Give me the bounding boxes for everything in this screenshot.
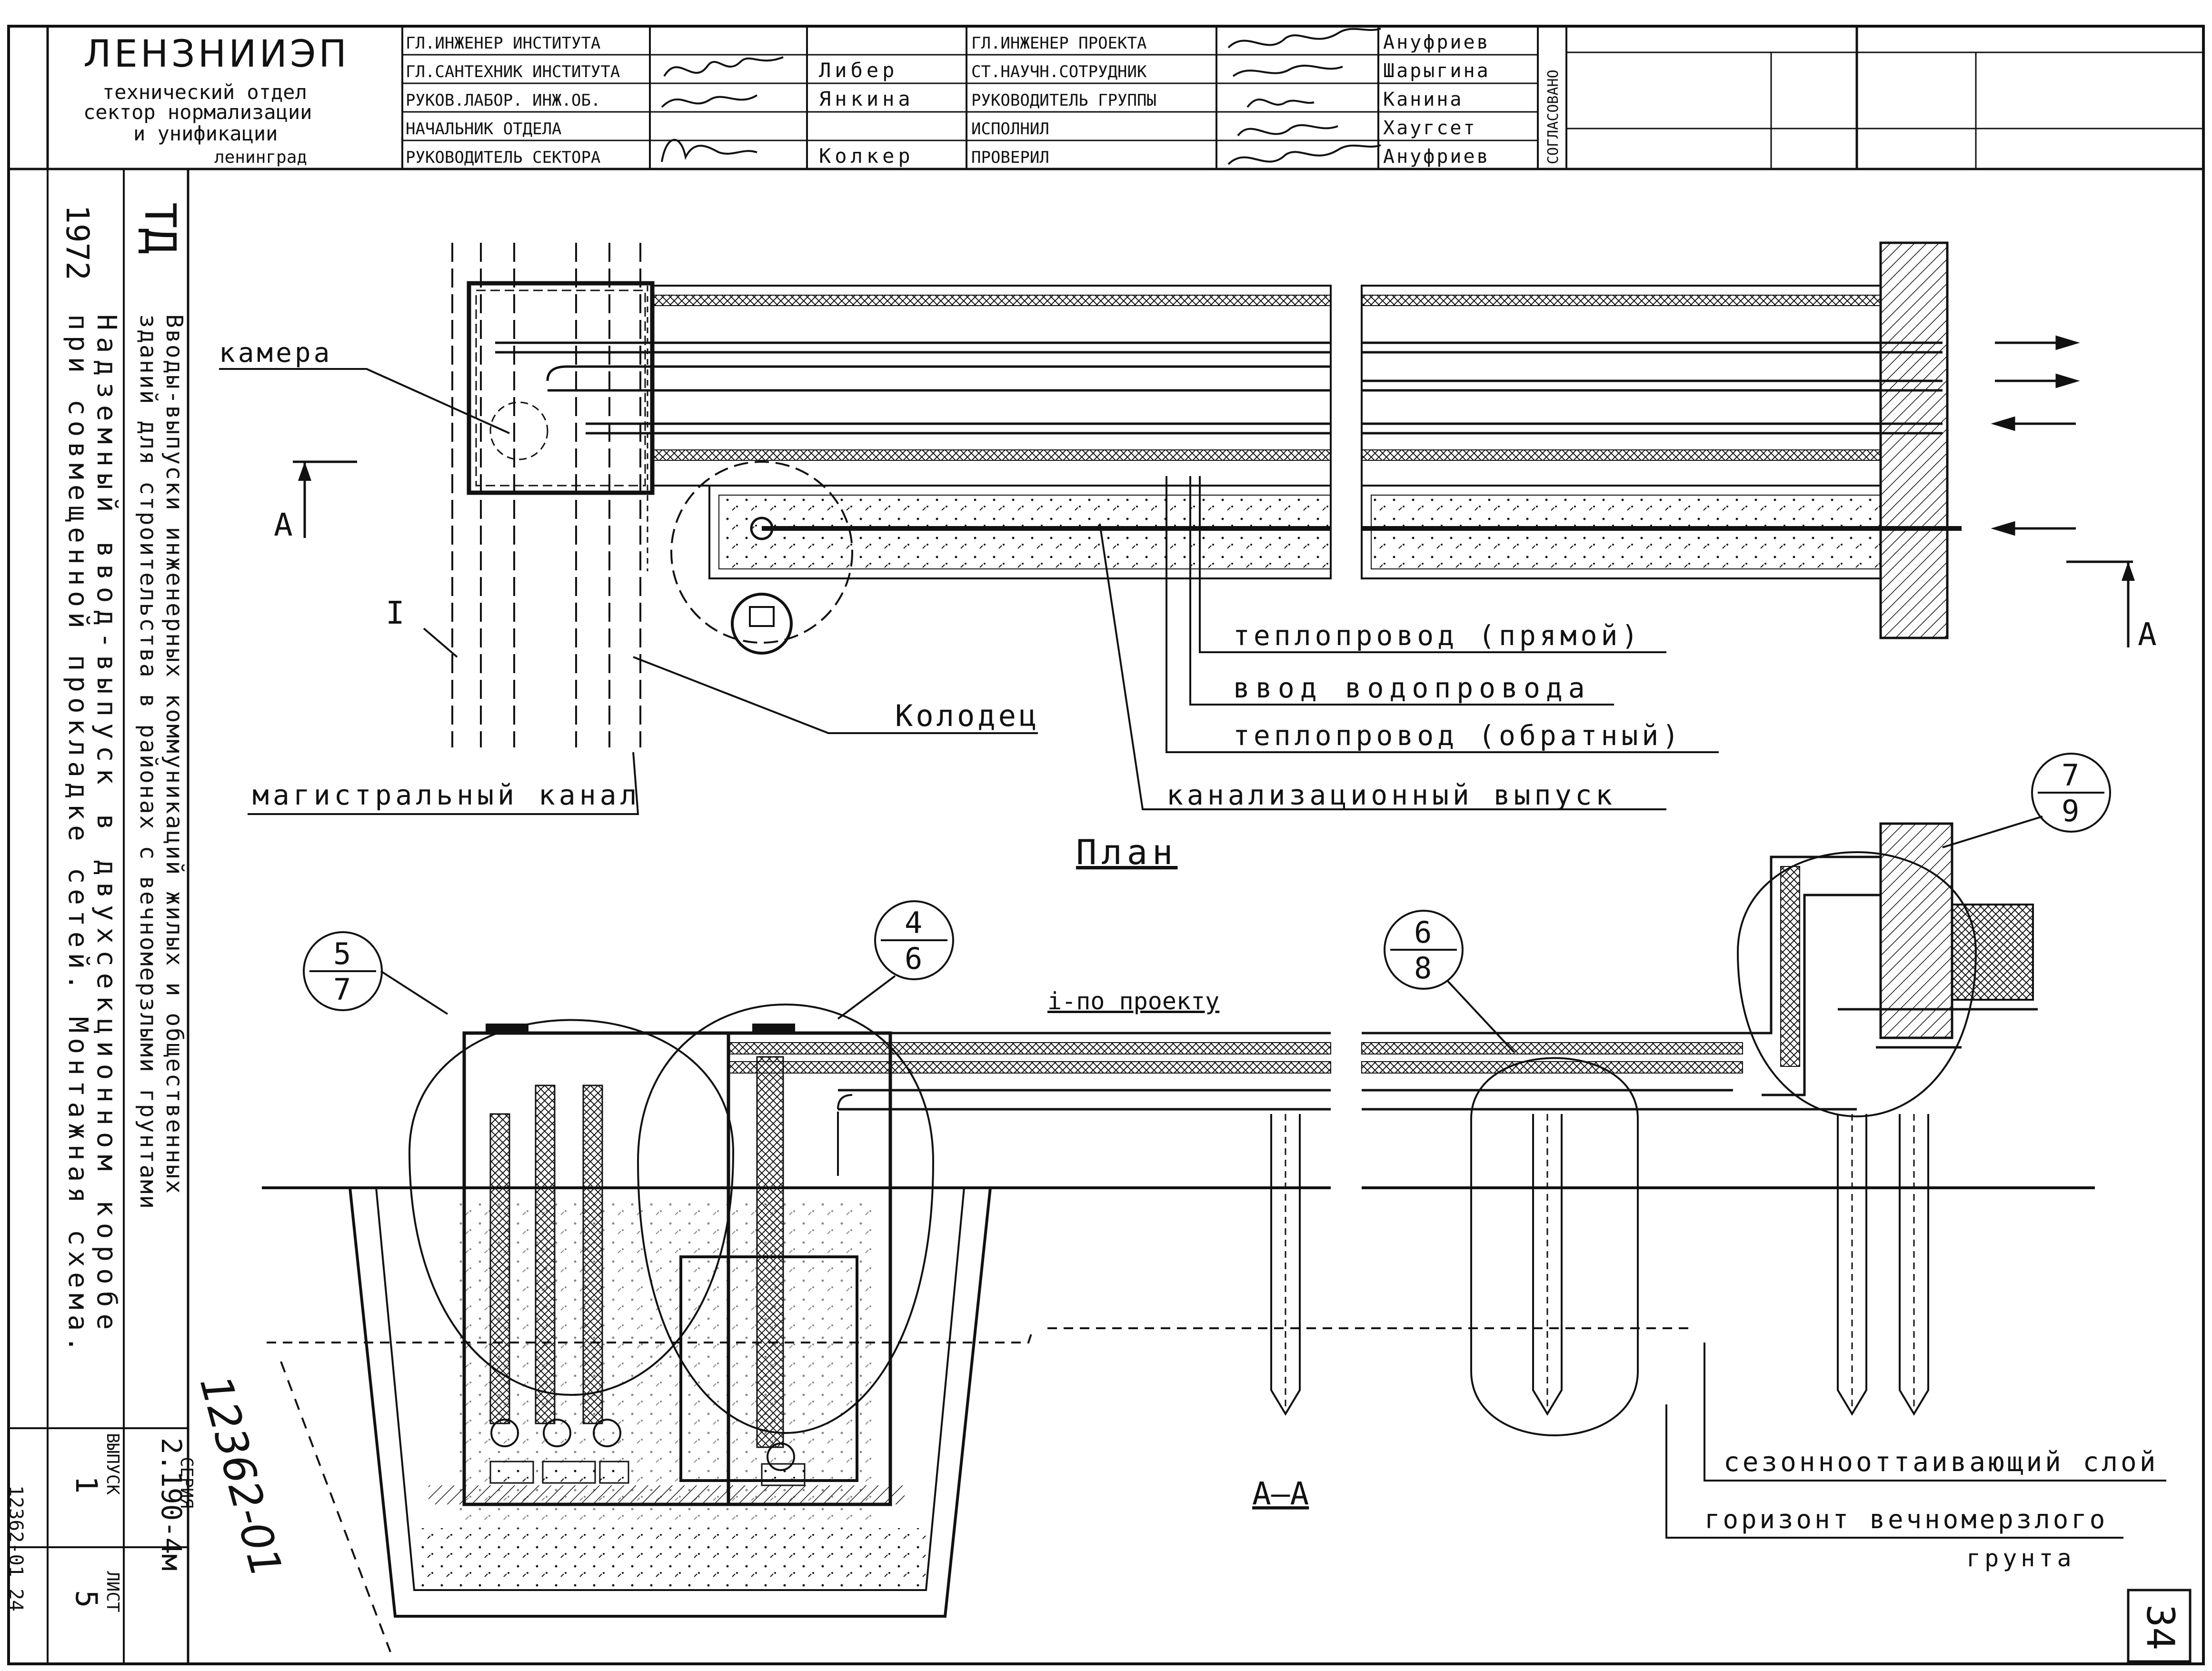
side-sheet-value: 5 <box>69 1590 104 1608</box>
side-title-main-2: зданий для строительства в районах с веч… <box>135 314 161 1210</box>
side-issue-label: ВЫПУСК <box>103 1433 122 1495</box>
approval-right-role-0: ГЛ.ИНЖЕНЕР ПРОЕКТА <box>971 34 1146 53</box>
label-roman-one: I <box>386 595 405 631</box>
label-section-a-left: А <box>274 507 293 543</box>
approval-left-role-3: НАЧАЛЬНИК ОТДЕЛА <box>406 119 562 139</box>
side-title-sub-1: Надземный ввод-выпуск в двухсекционном к… <box>91 314 122 1336</box>
signatures-right <box>1227 28 1381 165</box>
side-issue-value: 1 <box>69 1476 104 1493</box>
title-block <box>46 25 2203 170</box>
callout-3-bottom: 8 <box>1414 951 1432 985</box>
approval-left-role-4: РУКОВОДИТЕЛЬ СЕКТОРА <box>406 148 600 167</box>
section-view <box>262 753 2192 1663</box>
label-permafrost-2: грунта <box>1966 1544 2075 1572</box>
approval-left-role-0: ГЛ.ИНЖЕНЕР ИНСТИТУТА <box>406 34 600 53</box>
label-thaw-layer: сезоннооттаивающий слой <box>1724 1447 2158 1478</box>
approval-right-name-3: Хаугсет <box>1383 117 1477 139</box>
label-heat-return: теплопровод (обратный) <box>1233 719 1683 752</box>
side-strip <box>9 169 188 1664</box>
approval-left-name-2: Янкина <box>819 87 914 110</box>
label-sewer-outlet: канализационный выпуск <box>1166 779 1616 811</box>
plan-title: План <box>1076 832 1177 872</box>
side-sheet-label: ЛИСТ <box>103 1571 122 1612</box>
approval-right-name-4: Ануфриев <box>1383 146 1490 168</box>
label-water-input: ввод водопровода <box>1233 672 1591 704</box>
org-name: ЛЕНЗНИИЭП <box>83 33 349 76</box>
approval-right-role-4: ПРОВЕРИЛ <box>971 148 1049 167</box>
plan-view <box>219 241 2135 815</box>
approval-right-name-2: Канина <box>1383 89 1464 110</box>
callout-1-top: 5 <box>333 936 351 971</box>
section-title: А—А <box>1252 1475 1309 1512</box>
org-line-1: технический отдел <box>102 80 307 104</box>
label-main-channel: магистральный канал <box>252 779 640 811</box>
label-heat-supply: теплопровод (прямой) <box>1233 619 1642 652</box>
approval-right-name-1: Шарыгина <box>1383 60 1490 82</box>
approval-left-role-2: РУКОВ.ЛАБОР. ИНЖ.ОБ. <box>406 91 600 110</box>
side-year: 1972 <box>59 205 96 280</box>
label-chamber: камера <box>219 338 332 368</box>
side-inventory: 12362-01 24 <box>5 1485 27 1611</box>
side-title-sub-2: при совмещенной прокладке сетей. Монтажн… <box>62 314 93 1357</box>
signatures-left <box>661 56 784 162</box>
callout-3-top: 6 <box>1414 915 1432 950</box>
label-section-a-right: А <box>2138 616 2157 653</box>
agreed-label: СОГЛАСОВАНО <box>1545 70 1562 164</box>
approval-right-name-0: Ануфриев <box>1383 31 1490 53</box>
callout-1-bottom: 7 <box>333 972 351 1007</box>
side-series-label: СЕРИЯ <box>177 1457 196 1508</box>
org-line-2: сектор нормализации <box>83 100 312 124</box>
callout-2-bottom: 6 <box>905 941 922 976</box>
approval-right-role-1: СТ.НАУЧН.СОТРУДНИК <box>971 62 1147 81</box>
side-title-main-1: Вводы-выпуски инженерных коммуникаций жи… <box>161 314 188 1195</box>
label-slope: i-по проекту <box>1047 987 1219 1015</box>
label-well: Колодец <box>895 698 1039 733</box>
label-permafrost-1: горизонт вечномерзлого <box>1704 1504 2108 1534</box>
approval-left-name-4: Колкер <box>819 144 914 168</box>
org-line-3: и унификации <box>133 122 278 145</box>
page-number: 34 <box>2138 1604 2182 1650</box>
callout-4-top: 7 <box>2062 758 2079 793</box>
callout-2-top: 4 <box>905 905 922 940</box>
approval-right-role-3: ИСПОЛНИЛ <box>971 119 1049 139</box>
side-code: ТД <box>135 202 185 254</box>
side-series-value: 2.190-4м <box>155 1438 188 1571</box>
approval-left-name-1: Либер <box>819 59 898 82</box>
approval-right-role-2: РУКОВОДИТЕЛЬ ГРУППЫ <box>971 91 1156 110</box>
callout-4-bottom: 9 <box>2062 794 2079 828</box>
approval-left-role-1: ГЛ.САНТЕХНИК ИНСТИТУТА <box>406 62 620 81</box>
org-city: ленинград <box>214 148 307 167</box>
handwritten-note: 12362-01 <box>190 1371 292 1583</box>
